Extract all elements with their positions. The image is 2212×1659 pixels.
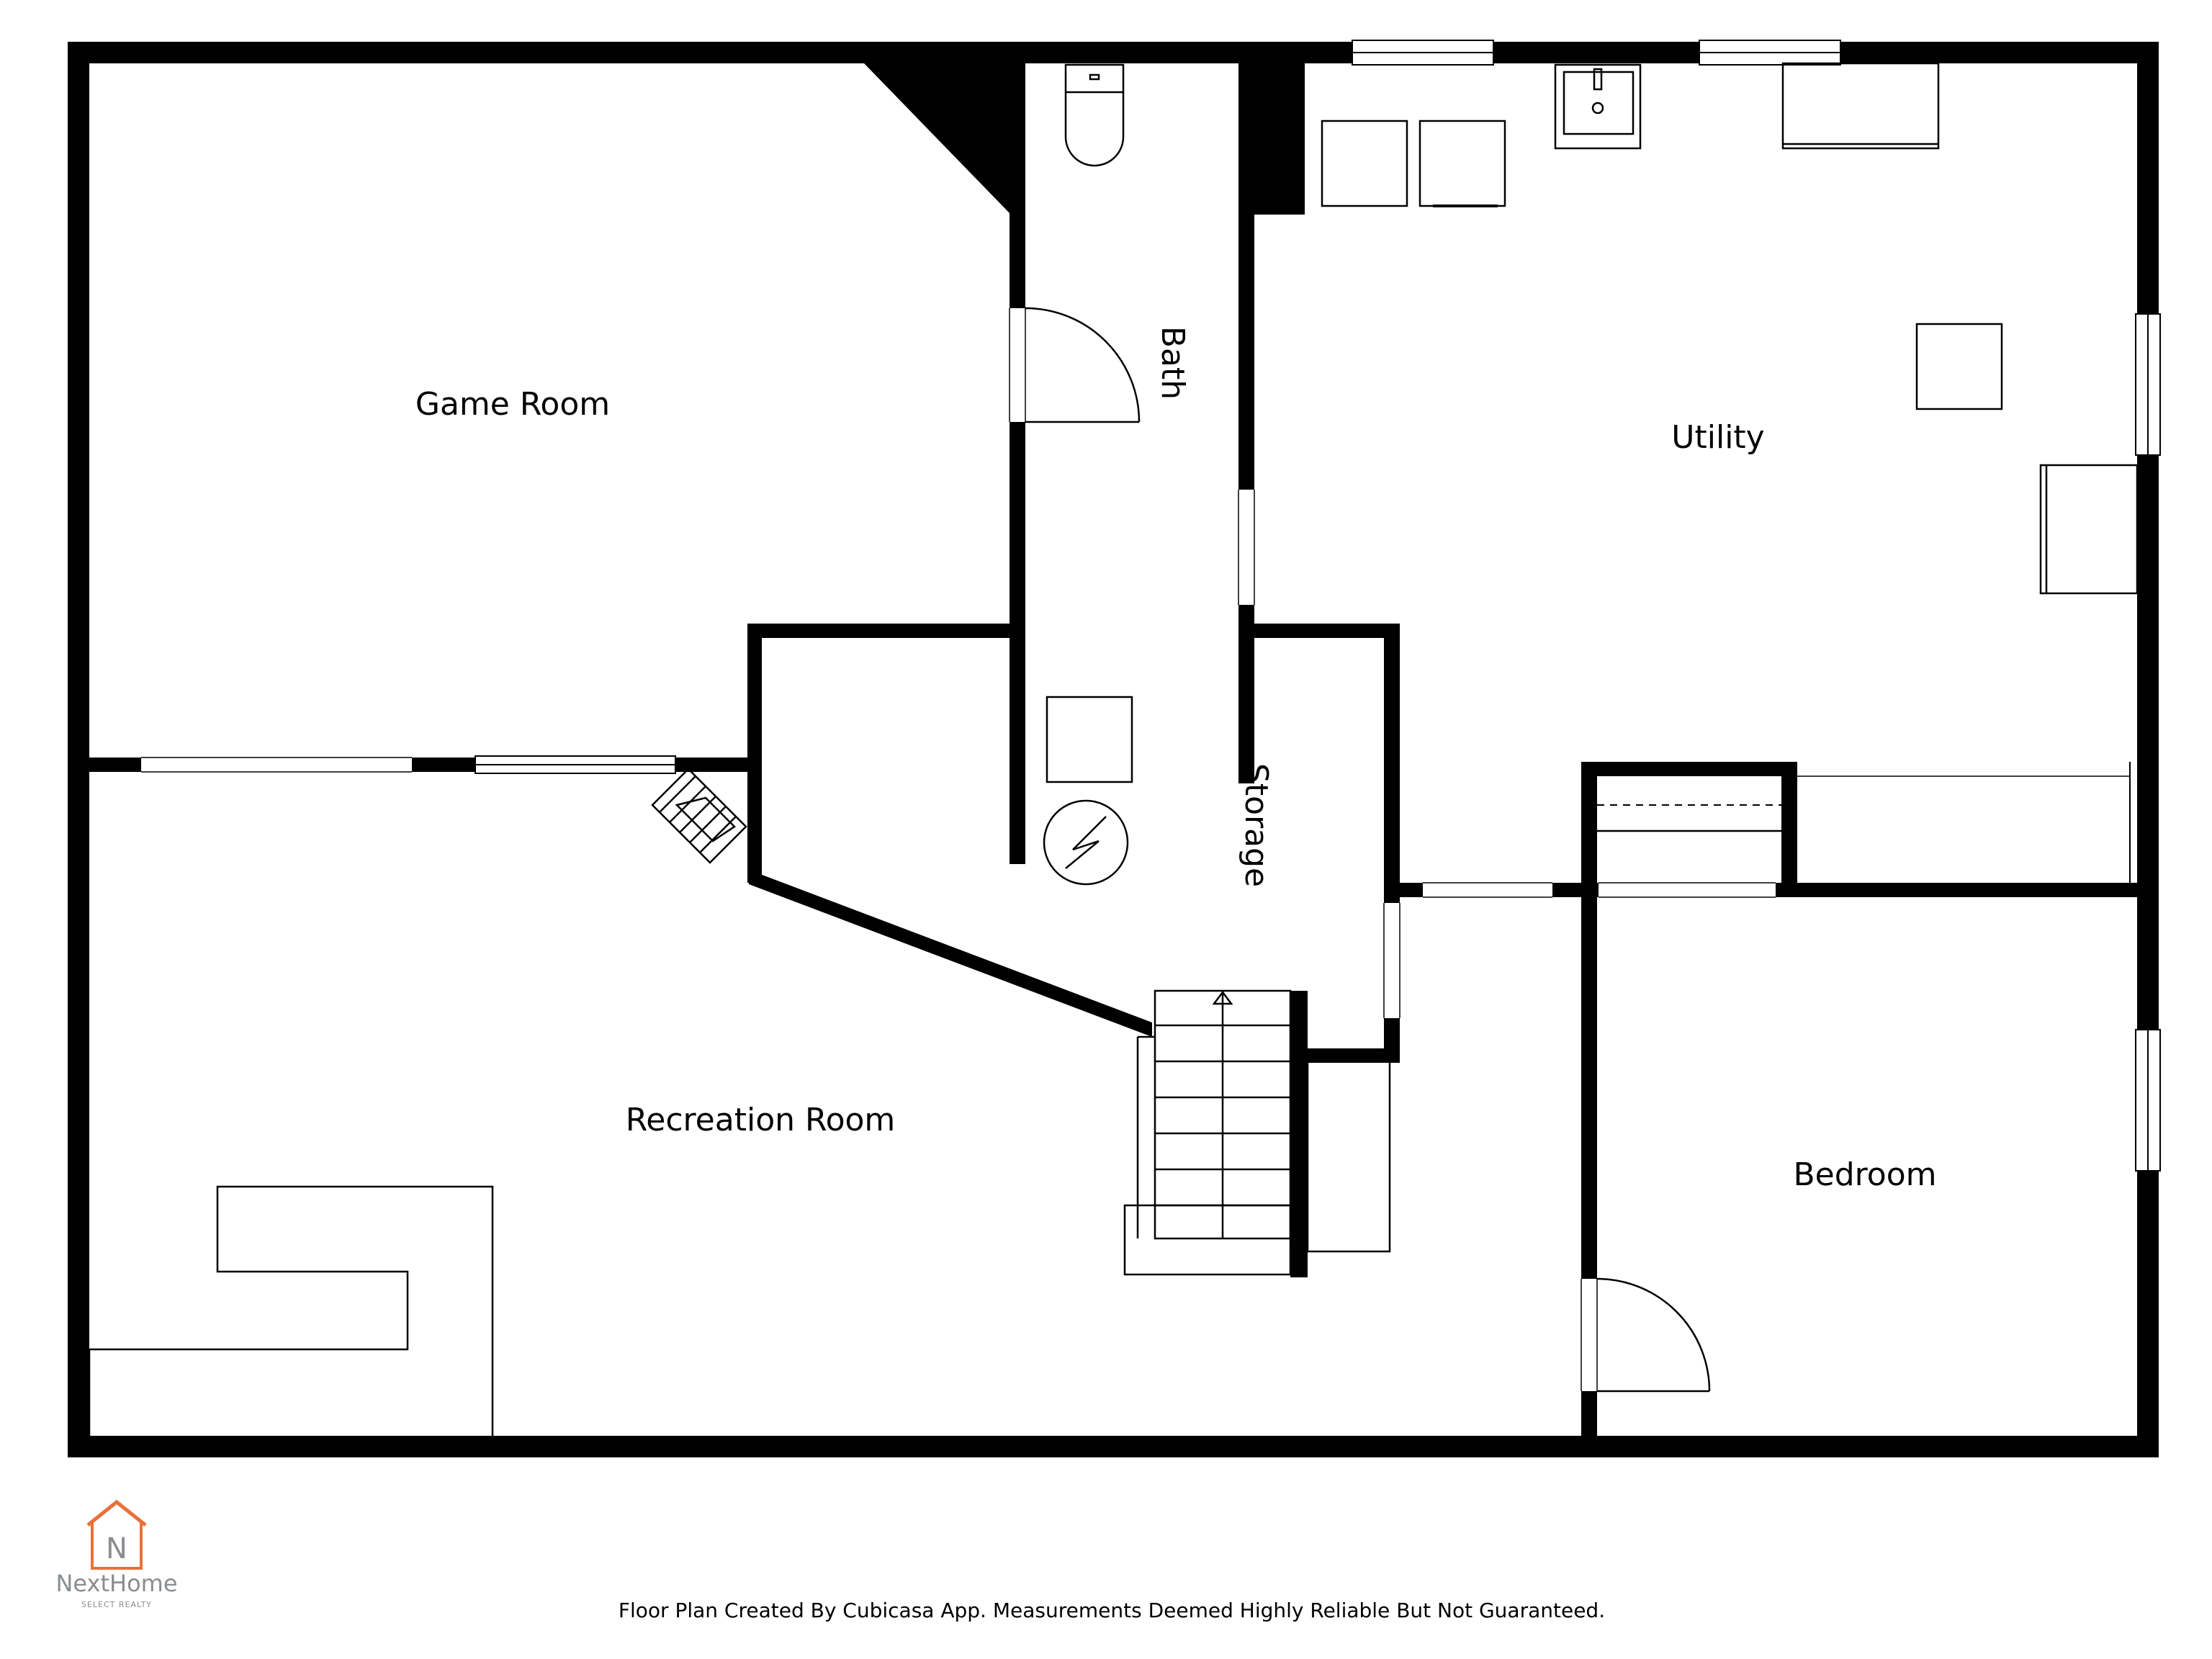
footer-disclaimer: Floor Plan Created By Cubicasa App. Meas… [619, 1599, 1605, 1622]
utility-cabinet [2039, 464, 2139, 595]
nexthome-logo: N NextHome SELECT REALTY [55, 1499, 178, 1609]
washer-dryer [1321, 120, 1506, 207]
logo-name: NextHome [55, 1570, 177, 1597]
utility-label: Utility [1671, 419, 1764, 456]
bedroom-label: Bedroom [1793, 1156, 1936, 1193]
logo-subtitle: SELECT REALTY [81, 1600, 152, 1609]
openings [141, 40, 2161, 1391]
recreation-room-label: Recreation Room [626, 1102, 896, 1138]
furnace [1046, 696, 1133, 783]
bath-door [1025, 307, 1141, 423]
staircase [1123, 989, 1391, 1276]
fireplace-hatch [651, 768, 747, 864]
interior-walls [89, 63, 2137, 1457]
bar-counter [88, 1185, 494, 1436]
utility-counter [1781, 62, 1940, 150]
toilet [1064, 63, 1125, 167]
bath-label: Bath [1154, 326, 1191, 400]
electrical-panel-icon [1043, 799, 1129, 886]
sink [1554, 63, 1642, 150]
logo-letter: N [106, 1532, 127, 1565]
storage-label: Storage [1238, 763, 1274, 887]
game-room-label: Game Room [415, 386, 610, 423]
water-heater [1915, 323, 2003, 410]
closet-shelf [1597, 804, 1781, 832]
exterior-walls [68, 42, 2159, 1457]
bedroom-door [1596, 1277, 1711, 1393]
